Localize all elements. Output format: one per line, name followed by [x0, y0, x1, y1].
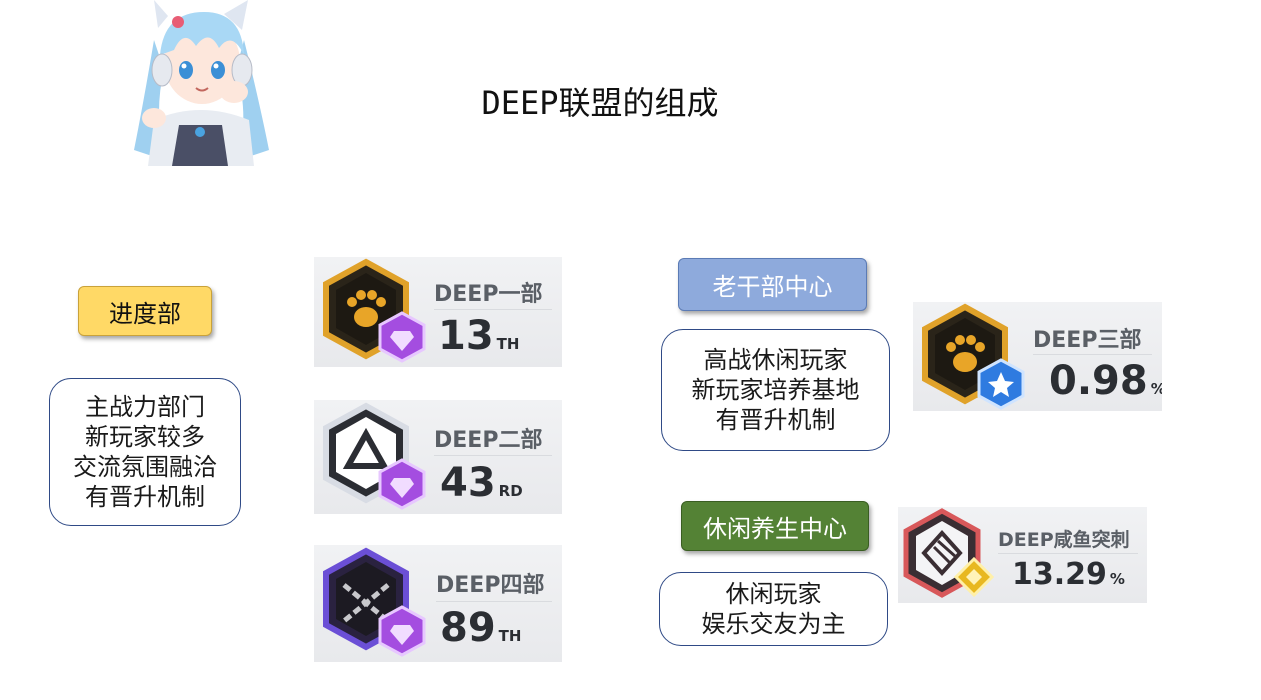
badge-card-deep-xianyu: DEEP咸鱼突刺 13.29%: [898, 507, 1147, 603]
avatar-illustration: [124, 0, 278, 166]
badge-divider: [436, 601, 552, 602]
leisure-center-label: 休闲养生中心: [681, 501, 869, 551]
senior-center-description: 高战休闲玩家 新玩家培养基地 有晋升机制: [661, 329, 890, 451]
badge-name: DEEP四部: [436, 573, 545, 598]
description-line: 休闲玩家: [725, 580, 822, 608]
badge-rank-suffix: RD: [498, 482, 523, 500]
badge-rank-suffix: %: [1109, 570, 1125, 588]
leisure-center-description: 休闲玩家 娱乐交友为主: [659, 572, 888, 646]
progress-department-label: 进度部: [78, 286, 212, 336]
paw-emblem-icon: [323, 258, 426, 363]
description-line: 高战休闲玩家: [703, 346, 848, 374]
gold-diamond-icon: [953, 556, 995, 598]
description-line: 有晋升机制: [85, 483, 205, 511]
badge-card-deep-3: DEEP三部 0.98%: [913, 302, 1162, 411]
badge-divider: [434, 309, 552, 310]
description-line: 交流氛围融洽: [73, 453, 217, 481]
diamond-weave-emblem-icon: [903, 508, 995, 598]
badge-rank-value: 13: [438, 313, 494, 359]
purple-gem-icon: [378, 458, 426, 510]
description-line: 娱乐交友为主: [701, 610, 846, 638]
badge-divider: [434, 455, 552, 456]
description-line: 有晋升机制: [715, 406, 836, 434]
badge-rank-value: 13.29: [1012, 557, 1107, 592]
badge-name: DEEP咸鱼突刺: [998, 529, 1130, 551]
chain-emblem-icon: [323, 547, 426, 657]
badge-rank-suffix: TH: [498, 627, 522, 645]
badge-name: DEEP一部: [434, 282, 543, 307]
description-line: 新玩家较多: [85, 423, 205, 451]
badge-rank-value: 0.98: [1049, 358, 1148, 404]
purple-gem-icon: [378, 605, 426, 657]
blue-star-icon: [977, 358, 1025, 410]
badge-name: DEEP三部: [1033, 328, 1142, 353]
page-title: DEEP联盟的组成: [481, 84, 719, 122]
badge-rank-value: 89: [440, 605, 496, 651]
description-line: 新玩家培养基地: [691, 376, 860, 404]
description-line: 主战力部门: [85, 393, 205, 421]
badge-rank: 0.98%: [1049, 358, 1162, 404]
badge-rank-suffix: TH: [496, 335, 520, 353]
badge-divider: [998, 553, 1138, 554]
progress-department-description: 主战力部门 新玩家较多 交流氛围融洽 有晋升机制: [49, 378, 241, 526]
badge-divider: [1033, 354, 1152, 355]
triangle-emblem-icon: [323, 402, 426, 510]
paw-emblem-icon: [922, 303, 1025, 410]
badge-rank-value: 43: [440, 460, 496, 506]
badge-name: DEEP二部: [434, 428, 543, 453]
badge-rank: 13.29%: [1012, 557, 1125, 592]
purple-gem-icon: [378, 311, 426, 363]
senior-center-label: 老干部中心: [678, 258, 867, 311]
badge-rank-suffix: %: [1151, 380, 1162, 398]
